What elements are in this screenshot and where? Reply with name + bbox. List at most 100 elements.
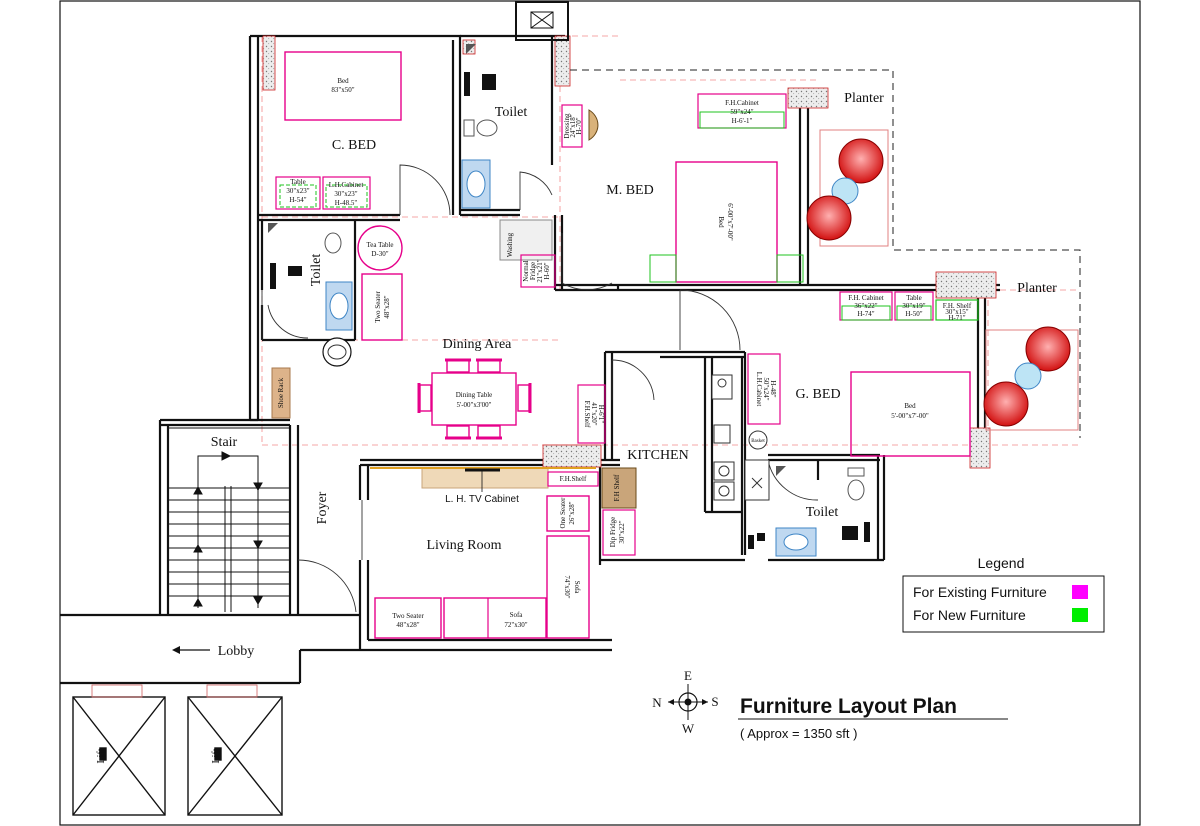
svg-text:F.H Shelf: F.H Shelf xyxy=(613,474,621,501)
top-toilet-fixtures xyxy=(461,44,498,209)
svg-text:F.H. Shelf: F.H. Shelf xyxy=(943,302,972,310)
svg-text:74"x30": 74"x30" xyxy=(563,575,571,598)
svg-text:Table: Table xyxy=(290,178,305,186)
fh-shelf-kitchen: F.H Shelf xyxy=(601,467,637,509)
svg-text:59"x24": 59"x24" xyxy=(730,108,753,116)
svg-text:48"x28": 48"x28" xyxy=(396,621,419,629)
room-stair: Stair xyxy=(211,435,238,450)
sofa-front: Sofa 72"x30" xyxy=(443,597,547,639)
two-seater-living: Two Seater 48"x28" xyxy=(374,597,442,639)
svg-text:41"x20": 41"x20" xyxy=(590,402,598,425)
svg-text:30"x19": 30"x19" xyxy=(902,302,925,310)
svg-text:72"x30": 72"x30" xyxy=(504,621,527,629)
legend: Legend For Existing Furniture For New Fu… xyxy=(902,555,1105,633)
room-m-bed: M. BED xyxy=(606,183,653,198)
compass-e: E xyxy=(684,668,692,683)
room-c-bed: C. BED xyxy=(332,138,376,153)
room-g-bed: G. BED xyxy=(795,387,840,402)
svg-text:Bed: Bed xyxy=(337,77,349,85)
legend-title: Legend xyxy=(978,555,1025,571)
svg-text:H-71": H-71" xyxy=(948,314,965,322)
kitchen-fixtures: Basket xyxy=(711,374,770,549)
svg-text:Sofa: Sofa xyxy=(573,581,581,595)
compass: E N S W xyxy=(652,668,718,736)
legend-existing-swatch xyxy=(1072,585,1088,599)
svg-text:Dressing: Dressing xyxy=(563,113,571,138)
legend-new-label: For New Furniture xyxy=(913,607,1026,623)
gbed-fh-cabinet: F.H. Cabinet 36"x22" H-74" xyxy=(839,291,893,321)
svg-text:Shoe Rack: Shoe Rack xyxy=(277,377,285,408)
svg-text:H-50": H-50" xyxy=(905,310,922,318)
fh-shelf-living: F.H.Shelf xyxy=(547,471,599,487)
svg-text:Dip Fridge: Dip Fridge xyxy=(609,517,617,548)
svg-text:Two Seater: Two Seater xyxy=(392,612,424,620)
svg-text:5'-00"x7'-00": 5'-00"x7'-00" xyxy=(891,412,929,420)
compass-w: W xyxy=(682,721,695,736)
gbed-table: Table 30"x19" H-50" xyxy=(894,291,934,321)
plan-title: Furniture Layout Plan xyxy=(740,695,957,718)
room-planter-2: Planter xyxy=(1017,281,1057,296)
svg-text:H-48": H-48" xyxy=(769,380,777,397)
svg-text:H-60": H-60" xyxy=(543,262,551,279)
svg-text:Bed: Bed xyxy=(904,402,916,410)
svg-text:30"x23": 30"x23" xyxy=(286,187,309,195)
svg-text:Table: Table xyxy=(906,294,921,302)
svg-text:One Seater: One Seater xyxy=(559,497,567,529)
svg-text:Bed: Bed xyxy=(717,216,725,228)
gbed-fh-shelf: F.H. Shelf 30"x15" H-71" xyxy=(935,299,979,322)
svg-text:50"x24": 50"x24" xyxy=(762,377,770,400)
legend-new-swatch xyxy=(1072,608,1088,622)
room-foyer: Foyer xyxy=(315,491,330,524)
svg-text:Sofa: Sofa xyxy=(510,611,524,619)
svg-text:L. H. TV Cabinet: L. H. TV Cabinet xyxy=(445,494,519,505)
svg-text:36"x22": 36"x22" xyxy=(854,302,877,310)
sofa-side: Sofa 74"x30" xyxy=(546,535,590,639)
svg-text:24"x18": 24"x18" xyxy=(569,114,577,137)
gbed-toilet-fixtures xyxy=(775,466,870,557)
cbed-table: Table 30"x23" H-54" xyxy=(275,176,321,210)
stair xyxy=(167,427,291,616)
room-living: Living Room xyxy=(426,538,501,553)
cbed-lh-cabinet: L.H.Cabinet 30"x23" H-48.5" xyxy=(322,176,371,210)
tea-table: Tea Table D-30" xyxy=(357,225,403,271)
column-blocks xyxy=(262,35,997,469)
planter-chairs-m xyxy=(806,138,884,241)
sheet-border xyxy=(59,0,1141,826)
svg-text:21"x21": 21"x21" xyxy=(536,259,544,282)
svg-text:83"x50": 83"x50" xyxy=(331,86,354,94)
svg-text:H-70": H-70" xyxy=(575,117,583,134)
lh-cabinet-kitchen: L.H.Cabinet 50"x24" H-48" xyxy=(747,353,781,425)
duct xyxy=(515,1,569,41)
shoe-rack: Shoe Rack xyxy=(271,367,291,419)
svg-text:Tea Table: Tea Table xyxy=(366,241,393,249)
legend-existing-label: For Existing Furniture xyxy=(913,584,1047,600)
svg-text:L.H.Cabinet: L.H.Cabinet xyxy=(329,181,364,189)
room-toilet-left: Toilet xyxy=(309,254,324,287)
gbed-bed: Bed 5'-00"x7'-00" xyxy=(850,371,971,457)
dressing: Dressing 24"x18" H-70" xyxy=(561,104,599,148)
balcony-rails xyxy=(819,129,1079,431)
washing-area: Washing xyxy=(499,219,553,261)
lift-label-2: Lift xyxy=(211,748,222,763)
two-seater-small: Two Seater 48"x28" xyxy=(361,273,403,341)
svg-text:H-48.5": H-48.5" xyxy=(335,199,358,207)
svg-text:H-54": H-54" xyxy=(289,196,306,204)
svg-text:30"x15": 30"x15" xyxy=(945,308,968,316)
svg-text:48"x28": 48"x28" xyxy=(383,295,391,318)
dip-fridge: Dip Fridge 30"x22" xyxy=(602,509,636,556)
svg-text:F.H.Shelf: F.H.Shelf xyxy=(560,475,587,483)
room-toilet-g: Toilet xyxy=(806,505,839,520)
svg-text:6'-00"x7'-00": 6'-00"x7'-00" xyxy=(726,203,734,241)
room-lobby: Lobby xyxy=(218,644,255,659)
room-dining: Dining Area xyxy=(443,337,513,352)
dining-table-size: 5'-00"x3'00" xyxy=(456,401,491,409)
svg-text:F.H.Shelf: F.H.Shelf xyxy=(583,401,591,428)
doors xyxy=(261,164,819,613)
planter-chairs-g xyxy=(983,326,1071,427)
svg-text:F.H. Cabinet: F.H. Cabinet xyxy=(848,294,883,302)
svg-text:L.H.Cabinet: L.H.Cabinet xyxy=(755,372,763,407)
room-kitchen: KITCHEN xyxy=(627,448,688,463)
plan-subtitle: ( Approx = 1350 sft ) xyxy=(740,726,857,741)
normal-fridge: Normal Fridge 21"x21" H-60" xyxy=(520,254,556,288)
